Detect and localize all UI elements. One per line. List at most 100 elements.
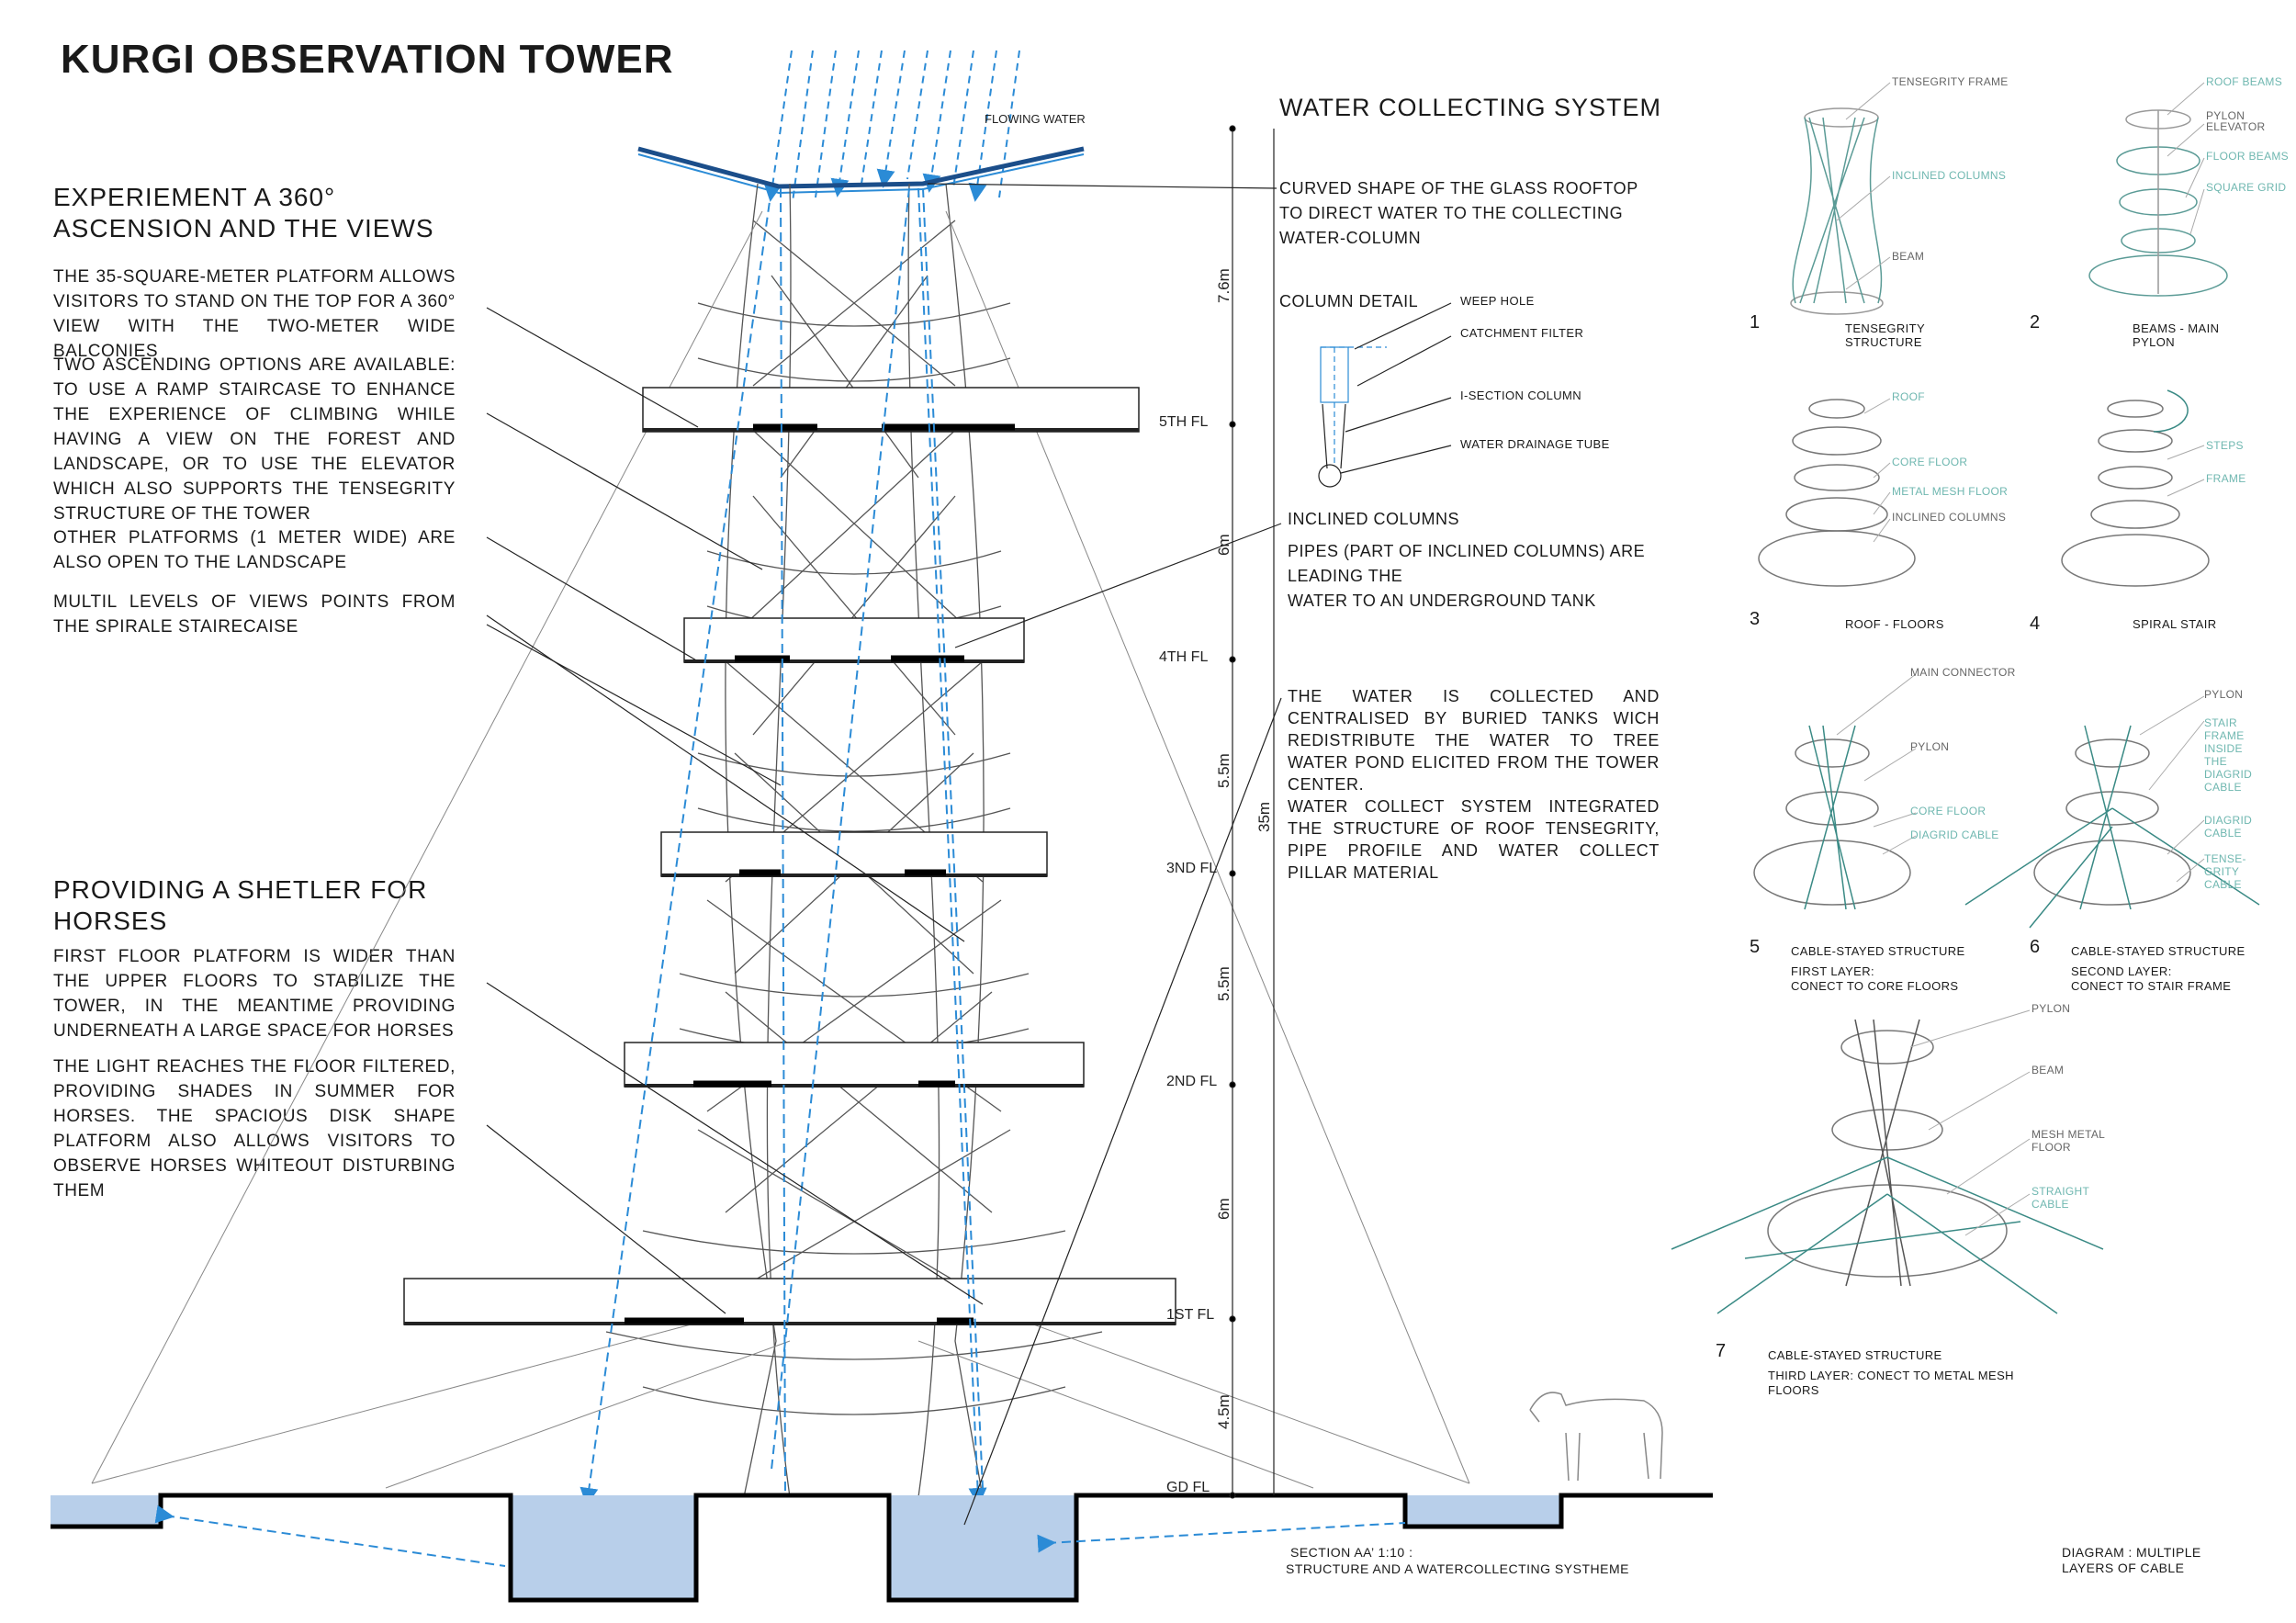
- diagram-7-number: 7: [1716, 1341, 1727, 1361]
- diagram-2-label: PYLON ELEVATOR: [2206, 109, 2266, 133]
- floor-label-1: 1ST FL: [1166, 1307, 1214, 1323]
- diagram-1-number: 1: [1750, 312, 1761, 332]
- horse-illustration: [1529, 1392, 1663, 1482]
- detail-label-weep-hole: WEEP HOLE: [1460, 294, 1535, 308]
- floor-label-gd: GD FL: [1166, 1480, 1210, 1495]
- diagram-1-caption: TENSEGRITY STRUCTURE: [1845, 321, 1926, 349]
- inclined-columns-text: PIPES (PART OF INCLINED COLUMNS) ARE LEA…: [1288, 542, 1646, 610]
- section-caption-2: STRUCTURE AND A WATERCOLLECTING SYSTHEME: [1286, 1561, 1629, 1576]
- diagram-6-label: PYLON: [2204, 688, 2244, 701]
- diagram-5-label: PYLON: [1910, 740, 1950, 753]
- diagram-3-label: METAL MESH FLOOR: [1892, 485, 2009, 498]
- diagram-6-label: STAIR FRAME INSIDE THE DIAGRID CABLE: [2204, 716, 2253, 794]
- detail-label-drainage-tube: WATER DRAINAGE TUBE: [1460, 437, 1610, 451]
- detail-label-i-section-column: I-SECTION COLUMN: [1460, 389, 1582, 402]
- column-detail-heading: COLUMN DETAIL: [1279, 292, 1419, 310]
- glass-roof: [637, 146, 1085, 189]
- section1-para-3: OTHER PLATFORMS (1 METER WIDE) ARE ALSO …: [53, 528, 456, 572]
- diagram-7-caption: CABLE-STAYED STRUCTURE: [1768, 1348, 1942, 1362]
- diagram-4-number: 4: [2030, 614, 2041, 634]
- diagram-5-sketch: [1753, 725, 1911, 910]
- floor-labels: 5TH FL 4TH FL 3ND FL 2ND FL 1ST FL GD FL: [1159, 414, 1217, 1495]
- dim-label: 4.5m: [1215, 1394, 1232, 1429]
- diagram-2-sketch: [2088, 109, 2228, 297]
- diagram-footer: DIAGRAM : MULTIPLE LAYERS OF CABLE: [2062, 1545, 2201, 1575]
- diagram-6-sub: SECOND LAYER: CONECT TO STAIR FRAME: [2071, 964, 2232, 993]
- diagram-2-number: 2: [2030, 312, 2041, 332]
- diagram-2-label: ROOF BEAMS: [2206, 75, 2283, 88]
- floor-label-4: 4TH FL: [1159, 649, 1208, 665]
- diagram-1-label: BEAM: [1892, 250, 1925, 263]
- column-detail-sketch: [1318, 302, 1452, 488]
- section-caption-1: SECTION AA’ 1:10 :: [1290, 1545, 1413, 1560]
- dim-label: 5.5m: [1215, 966, 1232, 1001]
- curved-roof-text: CURVED SHAPE OF THE GLASS ROOFTOP TO DIR…: [1279, 179, 1638, 247]
- water-heading: WATER COLLECTING SYSTEM: [1279, 94, 1662, 121]
- diagram-7-label: STRAIGHT CABLE: [2032, 1185, 2090, 1211]
- diagram-2-label: FLOOR BEAMS: [2206, 150, 2289, 163]
- diagram-1-label: TENSEGRITY FRAME: [1892, 75, 2009, 88]
- inclined-columns-heading: INCLINED COLUMNS: [1288, 510, 1460, 528]
- section2-para-1: FIRST FLOOR PLATFORM IS WIDER THAN THE U…: [53, 947, 456, 1041]
- detail-label-catchment-filter: CATCHMENT FILTER: [1460, 326, 1584, 340]
- diagram-5-sub: FIRST LAYER: CONECT TO CORE FLOORS: [1791, 964, 1959, 993]
- leader-lines-right: [927, 183, 1282, 1526]
- floor-beams: [625, 423, 1015, 1324]
- rain-arrows: [763, 50, 1020, 203]
- dim-label-total: 35m: [1255, 802, 1273, 832]
- floor-label-2: 2ND FL: [1166, 1074, 1217, 1089]
- diagram-7-label: BEAM: [2032, 1064, 2065, 1076]
- dim-labels: 7.6m 6m 5.5m 5.5m 6m 4.5m 35m: [1215, 268, 1273, 1429]
- dim-label: 7.6m: [1215, 268, 1232, 303]
- diagram-3-sketch: [1758, 399, 1916, 587]
- diagram-4-label: STEPS: [2206, 439, 2244, 452]
- dimension-line: [1229, 125, 1275, 1499]
- water-collected-text: THE WATER IS COLLECTED AND CENTRALISED B…: [1288, 687, 1660, 882]
- dim-label: 5.5m: [1215, 753, 1232, 788]
- section1-para-2: TWO ASCENDING OPTIONS ARE AVAILABLE: TO …: [53, 355, 456, 524]
- diagram-3-label: CORE FLOOR: [1892, 456, 1968, 468]
- diagram-5-number: 5: [1750, 937, 1761, 957]
- section1-para-4: MULTIL LEVELS OF VIEWS POINTS FROM THE S…: [53, 592, 456, 637]
- diagram-5-caption: CABLE-STAYED STRUCTURE: [1791, 944, 1965, 958]
- diagram-3-label: INCLINED COLUMNS: [1892, 511, 2007, 524]
- diagram-6-caption: CABLE-STAYED STRUCTURE: [2071, 944, 2245, 958]
- diagram-6-sketch: [1964, 725, 2260, 929]
- section2-para-2: THE LIGHT REACHES THE FLOOR FILTERED, PR…: [53, 1057, 456, 1200]
- diagram-leaders: [1836, 82, 2205, 1236]
- diagram-3-label: ROOF: [1892, 390, 1925, 403]
- diagram-5-label: DIAGRID CABLE: [1910, 828, 1999, 841]
- diagram-6-label: TENSE- GRITY CABLE: [2204, 852, 2246, 891]
- water-pipes: [580, 187, 987, 1506]
- diagram-4-label: FRAME: [2206, 472, 2246, 485]
- diagram-4-caption: SPIRAL STAIR: [2133, 617, 2217, 631]
- floor-platforms: [403, 387, 1176, 1325]
- diagram-7-sub: THIRD LAYER: CONECT TO METAL MESH FLOORS: [1768, 1369, 2014, 1397]
- diagram-7-sketch: [1671, 1019, 2104, 1314]
- diagram-5-label: CORE FLOOR: [1910, 805, 1986, 817]
- section1-heading: EXPERIEMENT A 360° ASCENSION AND THE VIE…: [53, 183, 434, 242]
- diagram-sketches: [1671, 107, 2260, 1314]
- dim-label: 6m: [1215, 1198, 1232, 1220]
- diagram-3-caption: ROOF - FLOORS: [1845, 617, 1944, 631]
- diagram-1-sketch: [1790, 107, 1884, 315]
- diagram-2-label: SQUARE GRID: [2206, 181, 2287, 194]
- diagram-7-label: PYLON: [2032, 1002, 2071, 1015]
- section1-para-1: THE 35-SQUARE-METER PLATFORM ALLOWS VISI…: [53, 267, 456, 361]
- page-title: KURGI OBSERVATION TOWER: [61, 37, 674, 82]
- diagram-6-number: 6: [2030, 937, 2041, 957]
- diagram-1-label: INCLINED COLUMNS: [1892, 169, 2007, 182]
- floor-label-3: 3ND FL: [1166, 861, 1217, 876]
- ground-and-tanks: [51, 1493, 1713, 1603]
- diagram-6-label: DIAGRID CABLE: [2204, 814, 2253, 840]
- diagram-4-sketch: [2061, 389, 2210, 587]
- flowing-water-label: FLOWING WATER: [985, 112, 1086, 126]
- diagram-3-number: 3: [1750, 609, 1761, 629]
- leader-lines-left: [486, 307, 984, 1314]
- floor-label-5: 5TH FL: [1159, 414, 1208, 430]
- section2-heading: PROVIDING A SHETLER FOR HORSES: [53, 875, 428, 935]
- diagram-5-label: MAIN CONNECTOR: [1910, 666, 2016, 679]
- diagram-2-caption: BEAMS - MAIN PYLON: [2133, 321, 2220, 349]
- diagram-7-label: MESH METAL FLOOR: [2032, 1128, 2106, 1154]
